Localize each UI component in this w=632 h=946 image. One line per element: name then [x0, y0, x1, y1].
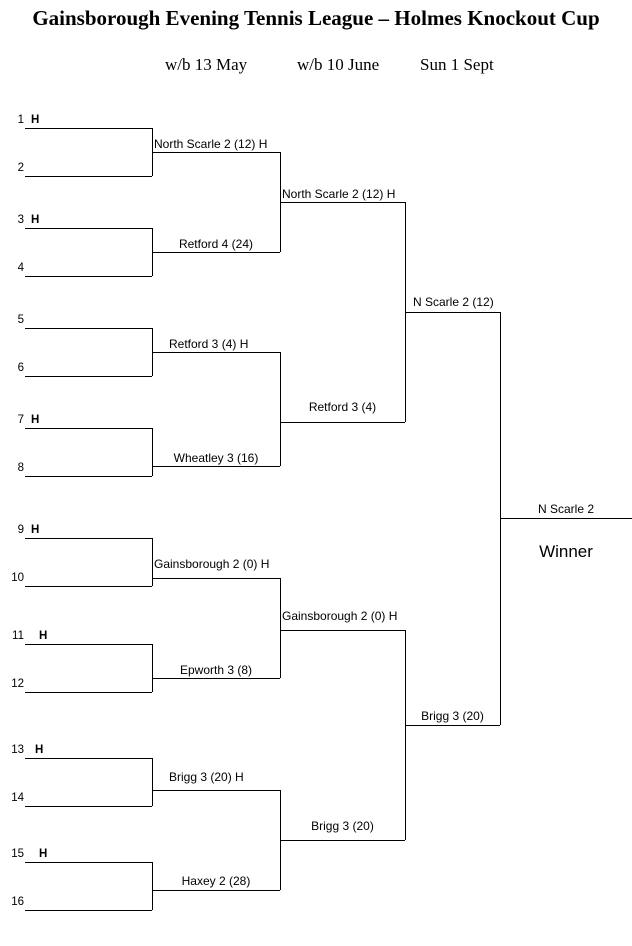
round3-match-label: Retford 3 (4)	[308, 400, 377, 414]
round2-line	[152, 152, 280, 153]
round2-match-label: Wheatley 3 (16)	[173, 451, 259, 465]
round2-match-label: Retford 4 (24)	[178, 237, 254, 251]
round3-line	[280, 202, 405, 203]
round2-line	[152, 890, 280, 891]
round2-line	[152, 252, 280, 253]
seed-line	[25, 644, 152, 645]
seed-line	[25, 862, 152, 863]
seed-number: 14	[11, 792, 24, 804]
round3-connector	[405, 630, 406, 840]
winner-name: N Scarle 2	[537, 502, 595, 516]
seed-number: 3	[17, 214, 24, 226]
round-header-1: w/b 13 May	[165, 55, 248, 74]
seed-number: 8	[17, 462, 24, 474]
seed-number: 4	[17, 262, 24, 274]
round1-connector	[152, 758, 153, 806]
seed-number: 10	[11, 572, 24, 584]
round1-connector	[152, 538, 153, 586]
seed-number: 1	[17, 114, 24, 126]
final-line	[500, 518, 632, 519]
round3-line	[280, 630, 405, 631]
round3-line	[280, 840, 405, 841]
seed-number: 13	[11, 744, 24, 756]
seed-line	[25, 910, 152, 911]
seed-line	[25, 276, 152, 277]
seed-number: 6	[17, 362, 24, 374]
seed-line	[25, 476, 152, 477]
seed-home-marker: H	[35, 744, 44, 756]
seed-line	[25, 586, 152, 587]
round2-match-label: Gainsborough 2 (0) H	[154, 557, 270, 571]
seed-number: 12	[11, 678, 24, 690]
round2-match-label: Haxey 2 (28)	[181, 874, 251, 888]
winner-caption: Winner	[539, 542, 593, 561]
round2-connector	[280, 352, 281, 466]
round2-line	[152, 790, 280, 791]
round1-connector	[152, 428, 153, 476]
page-title: Gainsborough Evening Tennis League – Hol…	[32, 6, 600, 30]
round3-line	[280, 422, 405, 423]
semifinal-match-label: Brigg 3 (20)	[421, 709, 484, 723]
semifinal-line	[405, 312, 500, 313]
round1-connector	[152, 644, 153, 692]
round2-match-label: Brigg 3 (20) H	[169, 770, 244, 784]
semifinal-match-label: N Scarle 2 (12)	[413, 295, 494, 309]
seed-home-marker: H	[31, 114, 40, 126]
round2-match-label: North Scarle 2 (12) H	[154, 137, 268, 151]
seed-home-marker: H	[39, 630, 48, 642]
round2-line	[152, 466, 280, 467]
seed-home-marker: H	[31, 524, 40, 536]
round3-match-label: Gainsborough 2 (0) H	[282, 609, 398, 623]
round2-line	[152, 678, 280, 679]
seed-line	[25, 538, 152, 539]
seed-home-marker: H	[31, 214, 40, 226]
semifinal-line	[405, 725, 500, 726]
seed-line	[25, 376, 152, 377]
round2-line	[152, 578, 280, 579]
seed-line	[25, 692, 152, 693]
round2-match-label: Epworth 3 (8)	[179, 663, 253, 677]
seed-number: 15	[11, 848, 24, 860]
round3-match-label: Brigg 3 (20)	[311, 819, 374, 833]
round3-match-label: North Scarle 2 (12) H	[282, 187, 396, 201]
round2-connector	[280, 578, 281, 678]
round2-line	[152, 352, 280, 353]
seed-number: 11	[12, 630, 24, 642]
round-header-2: w/b 10 June	[297, 55, 380, 74]
seed-number: 2	[17, 162, 24, 174]
seed-number: 16	[11, 896, 24, 908]
seed-line	[25, 758, 152, 759]
seed-line	[25, 428, 152, 429]
seed-line	[25, 328, 152, 329]
round2-match-label: Retford 3 (4) H	[169, 337, 249, 351]
seed-home-marker: H	[39, 848, 48, 860]
seed-line	[25, 128, 152, 129]
seed-number: 9	[17, 524, 24, 536]
seed-number: 7	[17, 414, 24, 426]
seed-line	[25, 806, 152, 807]
round-header-3: Sun 1 Sept	[420, 55, 494, 74]
seed-line	[25, 228, 152, 229]
seed-line	[25, 176, 152, 177]
round1-connector	[152, 862, 153, 910]
seed-home-marker: H	[31, 414, 40, 426]
seed-number: 5	[17, 314, 24, 326]
